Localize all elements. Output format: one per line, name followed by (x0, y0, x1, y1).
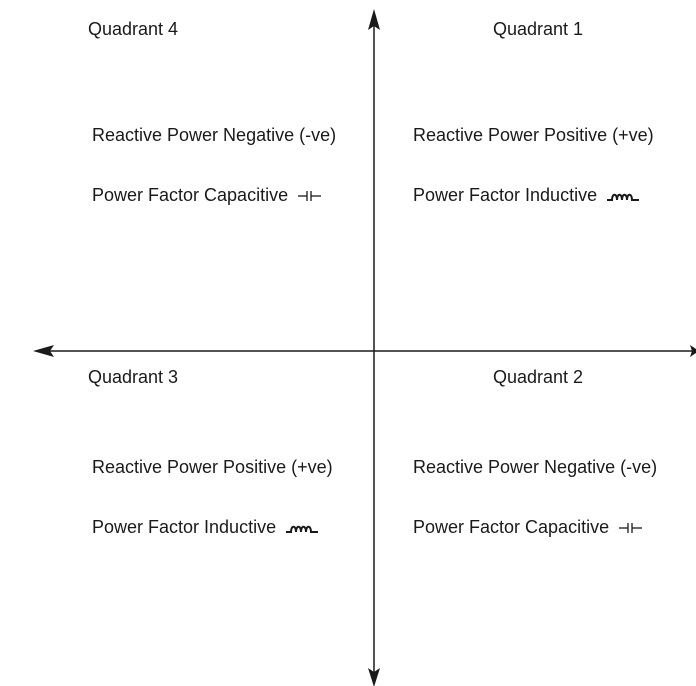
quadrant-2-reactive-power: Reactive Power Negative (-ve) (413, 457, 658, 477)
quadrant-1-title: Quadrant 1 (493, 19, 584, 39)
quadrant-1-reactive-power: Reactive Power Positive (+ve) (413, 125, 654, 145)
quadrant-4-power-factor-row: Power Factor Capacitive (92, 184, 323, 206)
quadrant-2-title: Quadrant 2 (493, 367, 584, 387)
arrow-down-icon (368, 668, 380, 686)
quadrant-1-power-factor: Power Factor Inductive (413, 185, 598, 205)
arrow-left-icon (33, 345, 54, 357)
quadrant-4-reactive-power: Reactive Power Negative (-ve) (92, 125, 337, 145)
quadrant-2-power-factor-row: Power Factor Capacitive (413, 516, 644, 538)
quadrant-2-power-factor: Power Factor Capacitive (413, 517, 610, 537)
quadrant-4-title: Quadrant 4 (88, 19, 179, 39)
arrow-up-icon (368, 9, 380, 30)
quadrant-3-power-factor: Power Factor Inductive (92, 517, 277, 537)
quadrant-1-power-factor-row: Power Factor Inductive (413, 184, 642, 206)
capacitor-icon (619, 523, 643, 534)
inductor-icon (607, 194, 640, 202)
capacitor-icon (298, 191, 322, 202)
quadrant-3-reactive-power: Reactive Power Positive (+ve) (92, 457, 333, 477)
quadrant-4-power-factor: Power Factor Capacitive (92, 185, 289, 205)
quadrant-3-title: Quadrant 3 (88, 367, 179, 387)
arrow-right-icon (690, 345, 696, 357)
inductor-icon (286, 526, 319, 534)
quadrant-3-power-factor-row: Power Factor Inductive (92, 516, 321, 538)
